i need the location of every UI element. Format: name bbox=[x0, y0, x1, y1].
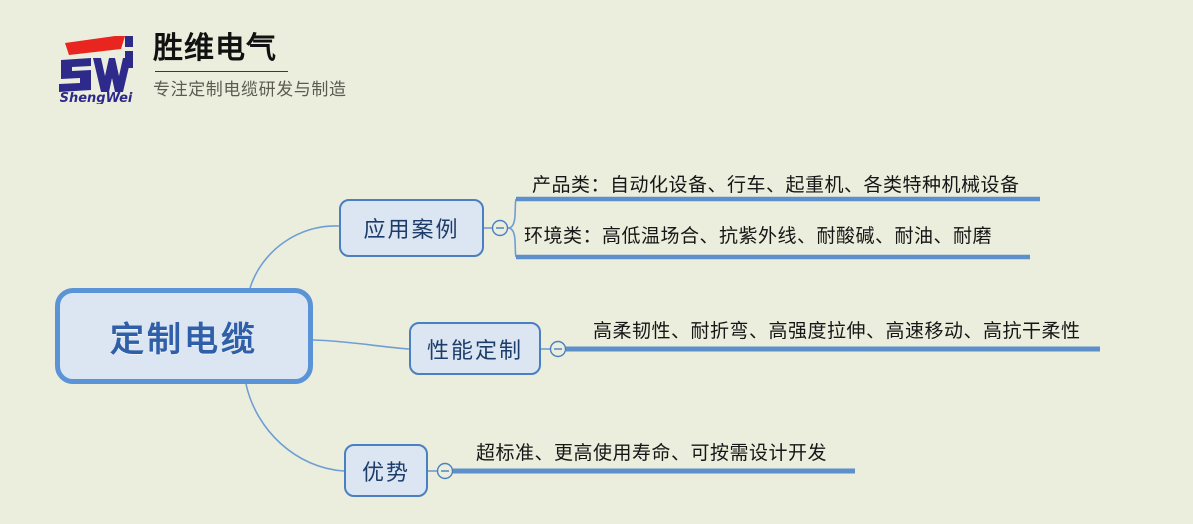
shengwei-sw-logo-icon: ShengWei bbox=[55, 28, 137, 104]
branch-node-performance-custom[interactable]: 性能定制 bbox=[409, 322, 541, 375]
leaf-text-product-class[interactable]: 产品类：自动化设备、行车、起重机、各类特种机械设备 bbox=[532, 174, 1020, 196]
brand-divider bbox=[155, 70, 288, 72]
fork-application-lower bbox=[507, 227, 517, 258]
minus-circle-icon-advantages bbox=[436, 462, 454, 480]
leaf-text-performance[interactable]: 高柔韧性、耐折弯、高强度拉伸、高速移动、高抗干柔性 bbox=[593, 320, 1081, 342]
brand-wordmark: 胜维电气 专注定制电缆研发与制造 bbox=[153, 28, 347, 100]
branch-node-advantages[interactable]: 优势 bbox=[344, 444, 428, 497]
branch-node-label-performance: 性能定制 bbox=[426, 338, 523, 364]
root-node-custom-cable[interactable]: 定制电缆 bbox=[55, 288, 313, 384]
minus-circle-icon-performance bbox=[549, 340, 567, 358]
leaf-text-environment-class[interactable]: 环境类：高低温场合、抗紫外线、耐酸碱、耐油、耐磨 bbox=[524, 225, 993, 247]
branch-node-label-application: 应用案例 bbox=[363, 218, 460, 243]
connector-root-to-application bbox=[249, 225, 340, 289]
brand-header: ShengWei 胜维电气 专注定制电缆研发与制造 bbox=[55, 28, 347, 104]
connector-root-to-advantages bbox=[245, 383, 345, 472]
branch-node-label-advantages: 优势 bbox=[361, 460, 410, 486]
leaf-text-advantages[interactable]: 超标准、更高使用寿命、可按需设计开发 bbox=[476, 442, 828, 464]
connector-root-to-performance bbox=[312, 339, 410, 350]
root-node-label: 定制电缆 bbox=[110, 319, 258, 360]
branch-node-application-cases[interactable]: 应用案例 bbox=[339, 199, 484, 257]
brand-tagline: 专注定制电缆研发与制造 bbox=[153, 79, 347, 100]
minus-circle-icon-application bbox=[491, 219, 509, 237]
logo-pinyin-text: ShengWei bbox=[60, 91, 133, 104]
brand-name: 胜维电气 bbox=[153, 31, 277, 66]
fork-application-upper bbox=[507, 198, 517, 229]
